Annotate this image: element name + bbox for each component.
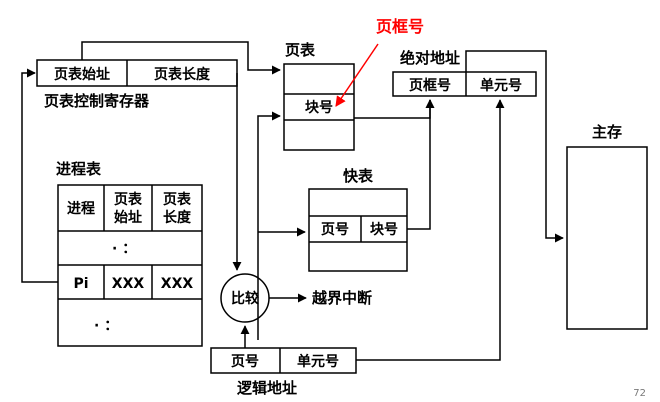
absolute-address-box — [392, 71, 537, 97]
logical-unit-cell: 单元号 — [297, 353, 339, 370]
page-table-box — [283, 63, 355, 151]
page-table-title: 页表 — [285, 41, 316, 59]
fast-table-box — [308, 188, 408, 272]
ptr-caption: 页表控制寄存器 — [44, 92, 150, 110]
process-header-length-line1: 页表 — [163, 191, 192, 208]
main-memory-box — [566, 146, 648, 330]
process-header-length-line2: 长度 — [163, 209, 192, 226]
process-header-process: 进程 — [67, 201, 95, 217]
main-memory-title: 主存 — [592, 123, 622, 141]
page-frame-number-callout: 页框号 — [376, 17, 424, 36]
ptr-start-cell: 页表始址 — [54, 66, 110, 83]
process-table-title: 进程表 — [56, 160, 102, 178]
fast-table-page-cell: 页号 — [321, 222, 349, 238]
absolute-address-title: 绝对地址 — [400, 49, 460, 67]
process-row-pi-name: Pi — [73, 276, 88, 292]
process-header-start-line2: 始址 — [114, 209, 142, 226]
absolute-frame-cell: 页框号 — [409, 77, 451, 94]
fast-table-title: 快表 — [343, 167, 374, 185]
connector-lines — [21, 41, 564, 361]
process-table — [57, 184, 203, 347]
absolute-unit-cell: 单元号 — [480, 77, 522, 94]
callout-arrow — [335, 43, 379, 107]
page-number: 72 — [633, 388, 646, 399]
process-row-pi-length: XXX — [161, 276, 194, 292]
process-dots-bottom: · ： — [94, 318, 118, 334]
overflow-interrupt-label: 越界中断 — [311, 289, 372, 307]
process-header-start-line1: 页表 — [114, 191, 143, 208]
logical-page-cell: 页号 — [231, 354, 259, 370]
fast-table-block-cell: 块号 — [370, 222, 398, 238]
process-row-pi-start: XXX — [112, 276, 145, 292]
ptr-length-cell: 页表长度 — [154, 66, 211, 83]
page-table-block-cell: 块号 — [305, 100, 333, 116]
process-dots-top: · ： — [112, 241, 136, 257]
comparator-label: 比较 — [231, 290, 259, 307]
logical-address-title: 逻辑地址 — [237, 379, 297, 397]
